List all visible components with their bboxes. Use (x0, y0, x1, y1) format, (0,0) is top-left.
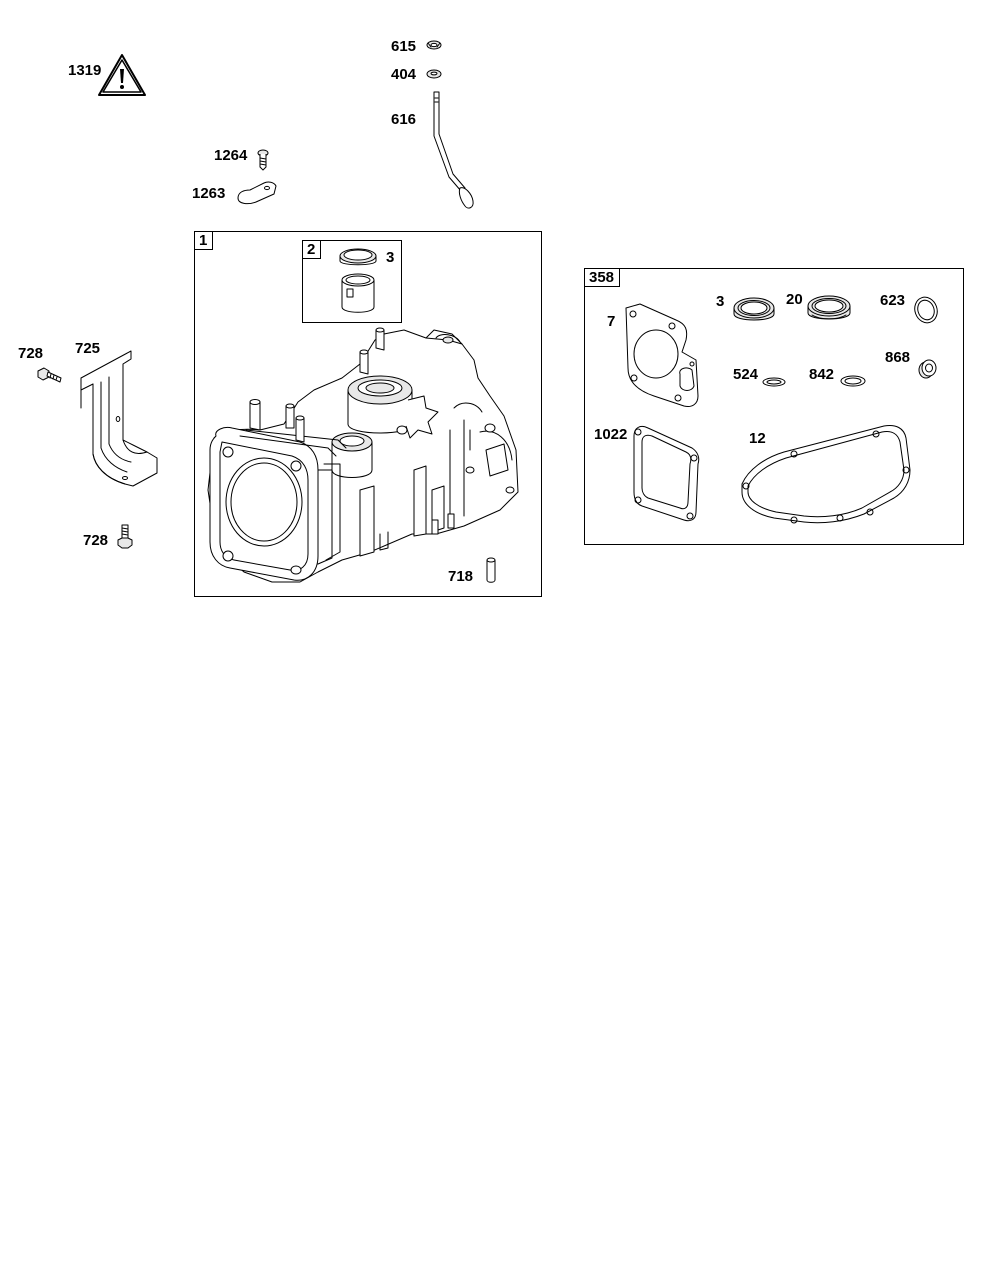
callout-12: 12 (749, 430, 766, 447)
callout-728-bottom: 728 (83, 532, 109, 549)
callout-3-seal: 3 (716, 293, 725, 310)
callout-842: 842 (809, 366, 835, 383)
callout-725: 725 (75, 340, 101, 357)
part-623-oring[interactable] (910, 294, 942, 326)
part-404-oring[interactable] (425, 67, 443, 81)
cylinder-block[interactable] (200, 320, 530, 592)
callout-1022: 1022 (594, 426, 628, 443)
callout-615: 615 (391, 38, 417, 55)
warning-triangle-icon[interactable] (96, 52, 148, 98)
part-1022-gasket[interactable] (626, 420, 704, 524)
box-tag-1: 1 (194, 231, 214, 250)
callout-868: 868 (885, 349, 911, 366)
part-616-dipstick[interactable] (425, 88, 480, 213)
part-3-seal[interactable] (730, 294, 778, 328)
part-1263-bracket[interactable] (234, 178, 280, 206)
callout-623: 623 (880, 292, 906, 309)
piston-ring-box: 2 (302, 240, 402, 323)
part-725-shield[interactable] (75, 348, 165, 496)
part-20-oil-seal[interactable] (804, 293, 854, 327)
callout-616: 616 (391, 111, 417, 128)
part-842-oring[interactable] (838, 372, 868, 390)
part-868-plug[interactable] (914, 356, 940, 382)
part-615-retainer[interactable] (425, 38, 443, 52)
callout-1319: 1319 (68, 62, 102, 79)
callout-728-top: 728 (18, 345, 44, 362)
part-718-dowel-pin[interactable] (482, 555, 500, 585)
callout-20: 20 (786, 291, 803, 308)
box-tag-2: 2 (302, 240, 322, 259)
part-728-bolt[interactable] (35, 366, 65, 388)
callout-3-ring: 3 (386, 249, 395, 266)
callout-404: 404 (391, 66, 417, 83)
part-7-head-gasket[interactable] (620, 300, 704, 412)
cylinder-assembly-box: 1 (194, 231, 542, 597)
callout-1264: 1264 (214, 147, 248, 164)
part-524-washer[interactable] (760, 374, 788, 390)
part-1264-screw[interactable] (254, 148, 272, 172)
part-728-bolt-vertical[interactable] (115, 522, 135, 552)
callout-718: 718 (448, 568, 474, 585)
callout-524: 524 (733, 366, 759, 383)
box-tag-358: 358 (584, 268, 621, 287)
callout-7: 7 (607, 313, 616, 330)
callout-1263: 1263 (192, 185, 226, 202)
gasket-set-box: 358 (584, 268, 964, 545)
part-12-crankcase-gasket[interactable] (734, 420, 914, 528)
part-3-ring[interactable] (332, 244, 388, 318)
